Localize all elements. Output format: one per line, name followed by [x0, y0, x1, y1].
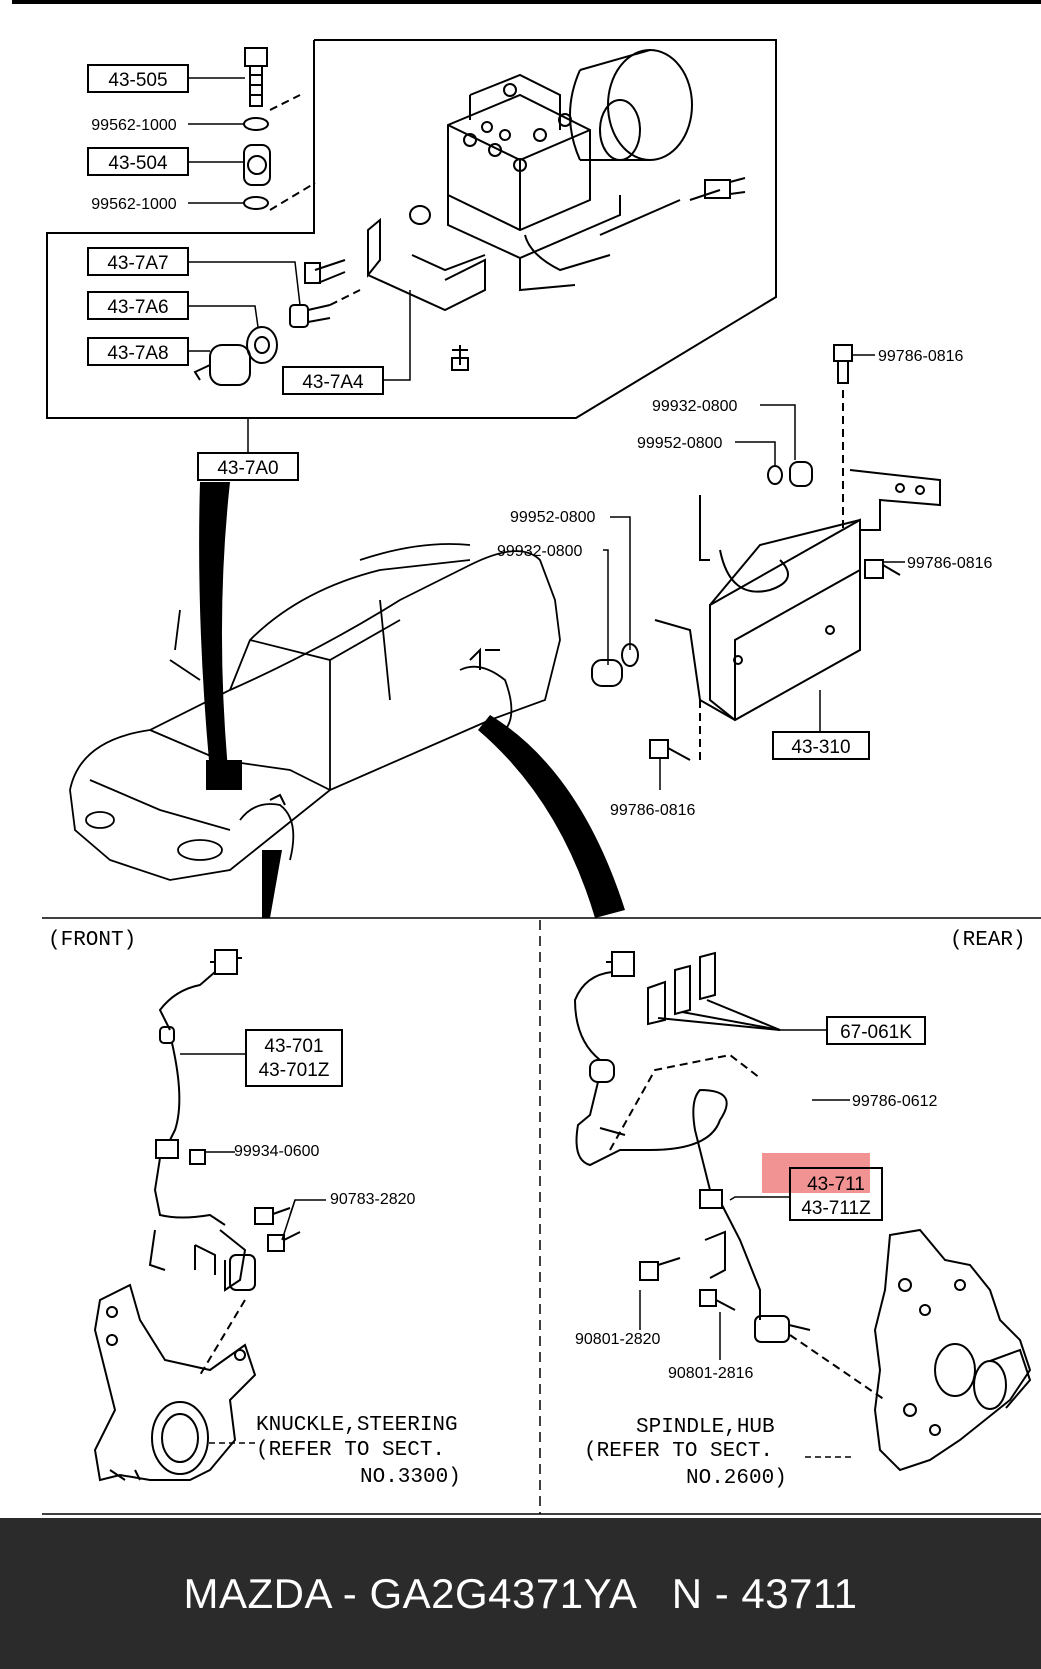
label-99786-0816-b: 99786-0816: [907, 555, 993, 572]
label-43-7a8: 43-7A8: [107, 343, 168, 364]
leader-lines-top: [188, 77, 411, 453]
label-99932-0800-b: 99932-0800: [497, 543, 583, 560]
label-99952-0800-a: 99952-0800: [637, 435, 723, 452]
pointer-arrows: [199, 482, 625, 918]
bolt-43-505: [243, 47, 316, 211]
label-box-43-701: [245, 1029, 343, 1087]
bracket-43-310: [654, 469, 941, 722]
car-illustration: [69, 543, 561, 881]
label-99562-1000-b: 99562-1000: [91, 196, 177, 213]
label-box-67-061k: [826, 1016, 926, 1045]
label-box-43-310: [772, 731, 870, 760]
abs-hydraulic-unit: [304, 49, 746, 371]
front-knuckle: [93, 1283, 257, 1482]
spindle-note-1: SPINDLE,HUB: [636, 1416, 775, 1439]
label-43-7a4: 43-7A4: [302, 372, 364, 393]
rear-leaders: [639, 1029, 855, 1458]
knuckle-note-1: KNUCKLE,STEERING: [256, 1414, 458, 1437]
label-67-061k: 67-061K: [840, 1022, 912, 1043]
spindle-note-2: (REFER TO SECT.: [584, 1440, 773, 1463]
label-99562-1000-a: 99562-1000: [91, 117, 177, 134]
label-90783-2820: 90783-2820: [330, 1191, 416, 1208]
label-43-711: 43-711: [807, 1174, 865, 1195]
label-90801-2816: 90801-2816: [668, 1365, 754, 1382]
front-wheel-sensor: [148, 949, 301, 1376]
highlight-43-711: [762, 1153, 870, 1193]
parts-diagram: 43-505 99562-1000 43-504 99562-1000 43-7…: [12, 0, 1041, 1515]
label-boxes-top: [87, 64, 384, 481]
front-heading: (FRONT): [48, 929, 136, 952]
label-43-7a6: 43-7A6: [107, 297, 168, 318]
label-99934-0600: 99934-0600: [234, 1143, 320, 1160]
pads-67-061k: [647, 951, 781, 1031]
label-99786-0816-c: 99786-0816: [610, 802, 696, 819]
rear-heading: (REAR): [950, 929, 1026, 952]
rear-wheel-sensor: [573, 951, 811, 1343]
label-43-7a7: 43-7A7: [107, 253, 168, 274]
label-43-504: 43-504: [108, 153, 168, 174]
label-43-701z: 43-701Z: [259, 1060, 330, 1081]
label-43-505: 43-505: [108, 70, 167, 91]
knuckle-note-2: (REFER TO SECT.: [256, 1439, 445, 1462]
part-number-caption: MAZDA - GA2G4371YA N - 43711: [183, 1569, 858, 1617]
label-99786-0816-a: 99786-0816: [878, 348, 964, 365]
knuckle-note-3: NO.3300): [360, 1466, 461, 1489]
bracket-fasteners: [591, 344, 901, 761]
label-99932-0800-a: 99932-0800: [652, 398, 738, 415]
label-99952-0800-b: 99952-0800: [510, 509, 596, 526]
label-99786-0612: 99786-0612: [852, 1093, 938, 1110]
rear-spindle-hub: [789, 1228, 1032, 1472]
label-43-711z: 43-711Z: [801, 1198, 871, 1219]
label-43-701: 43-701: [264, 1036, 323, 1057]
spindle-note-3: NO.2600): [686, 1467, 787, 1490]
label-box-43-711: [789, 1167, 883, 1221]
abs-unit-group-outline: [46, 39, 777, 419]
caption-bar: MAZDA - GA2G4371YA N - 43711: [0, 1518, 1041, 1669]
mount-parts: [193, 289, 361, 386]
label-43-7a0: 43-7A0: [217, 458, 278, 479]
small-sensor-marks: [269, 647, 500, 806]
label-90801-2820: 90801-2820: [575, 1331, 661, 1348]
label-43-310: 43-310: [791, 737, 850, 758]
section-dividers: [42, 917, 1041, 1515]
